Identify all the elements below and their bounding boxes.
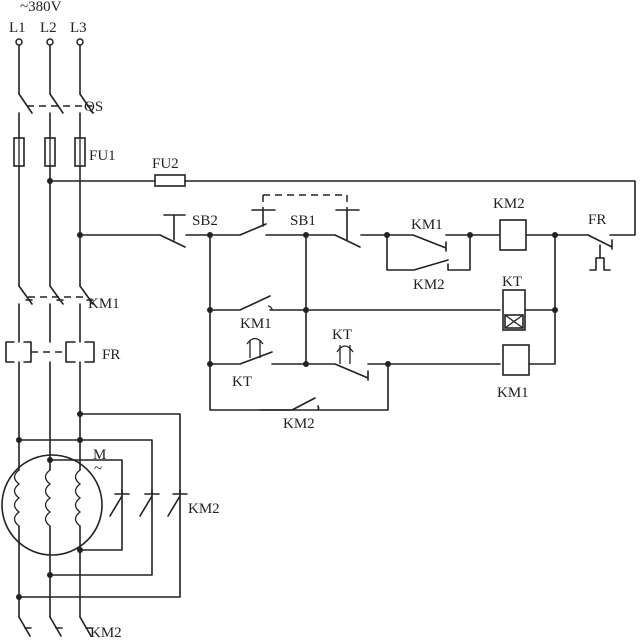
km1-coil-label: KM1 <box>497 385 529 401</box>
kt-inst-contact <box>305 345 501 381</box>
fr-main-label: FR <box>102 347 120 363</box>
kt-coil <box>502 289 556 331</box>
km2-coil <box>499 219 589 251</box>
kt-inst-label: KT <box>332 327 352 343</box>
km2-nc-bottom-contact <box>259 397 320 411</box>
fu2-fuse <box>154 174 186 187</box>
main-circuit: QS FU1 KM1 FR <box>1 44 220 641</box>
km2-coil-label: KM2 <box>493 196 525 212</box>
km1-hold-label: KM1 <box>240 316 272 332</box>
km1-nc-label: KM1 <box>411 217 443 233</box>
sb1-label: SB1 <box>290 213 316 229</box>
supply-header: ~380V L1 L2 L3 <box>9 0 87 46</box>
km1-hold-contact <box>209 295 307 311</box>
fr-ctrl-label: FR <box>588 212 606 228</box>
qs-isolator-switch <box>18 93 94 139</box>
km1-coil <box>502 234 556 376</box>
motor-label: M <box>93 447 106 463</box>
km2-main-upper-label: KM2 <box>188 501 220 517</box>
fr-thermal-relay <box>5 341 95 363</box>
kt-coil-label: KT <box>502 274 522 290</box>
terminal-l2 <box>46 38 54 46</box>
sb1-button <box>239 194 388 248</box>
control-circuit: FU2 SB2 SB1 KM1 <box>49 156 636 432</box>
phase-label-l3: L3 <box>70 20 87 36</box>
km1-nc-contact <box>386 234 501 252</box>
sb2-label: SB2 <box>192 213 218 229</box>
km2-main-contacts-lower <box>18 549 93 637</box>
phase-label-l2: L2 <box>40 20 57 36</box>
fu1-fuses <box>13 137 86 167</box>
terminal-l1 <box>15 38 23 46</box>
km1-main-label: KM1 <box>88 296 120 312</box>
phase-label-l1: L1 <box>9 20 26 36</box>
km2-main-contacts-upper <box>109 489 188 517</box>
fr-control-contact <box>587 234 613 271</box>
fu2-label: FU2 <box>152 156 179 172</box>
supply-voltage-label: ~380V <box>20 0 62 15</box>
kt-timer-contact <box>209 337 307 365</box>
km2-nc-bottom-label: KM2 <box>283 416 315 432</box>
motor <box>1 439 103 598</box>
qs-label: QS <box>84 99 103 115</box>
terminal-l3 <box>76 38 84 46</box>
kt-timer-label: KT <box>232 374 252 390</box>
motor-sub-label: ~ <box>94 461 102 477</box>
km2-main-lower-label: KM2 <box>90 625 122 641</box>
fu1-label: FU1 <box>89 148 116 164</box>
km2-nc-label: KM2 <box>413 277 445 293</box>
km1-main-contacts <box>18 285 94 343</box>
